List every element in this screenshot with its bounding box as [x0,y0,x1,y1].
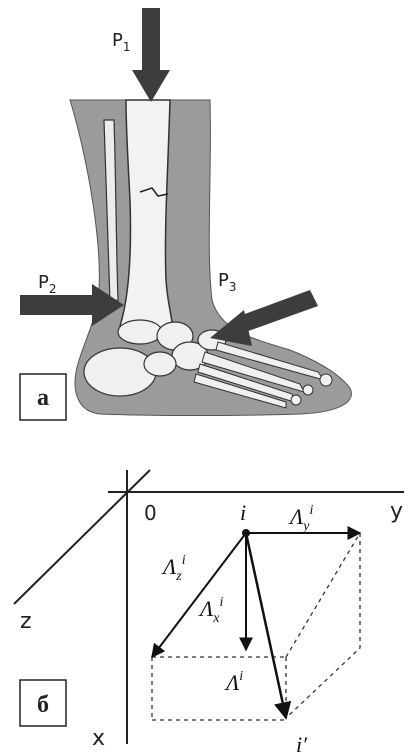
axis-z [14,470,150,604]
point-i-dot [242,529,250,537]
axis-y-label: y [390,499,403,524]
label-lambda-z: Λzi [161,553,186,584]
panel-b: 0 y z x i i′ Λyi Λzi Λxi Λi б [14,470,404,756]
label-lambda-x: Λxi [198,595,224,626]
point-i-prime-label: i′ [296,732,308,756]
axis-x-label: x [92,726,105,751]
axis-z-label: z [20,609,32,634]
label-lambda-y: Λyi [288,503,314,534]
label-p1: P1 [112,30,131,54]
label-p3: P3 [218,270,237,294]
panel-tag-a: а [37,385,49,411]
force-arrow-p3 [210,290,318,346]
point-i-label: i [240,500,246,525]
origin-label: 0 [144,501,157,525]
vector-lambda-z [152,533,246,657]
vector-lambda [246,533,286,718]
label-p2: P2 [38,272,57,296]
panel-a: P1 P2 P3 а [20,8,351,420]
panel-tag-b: б [37,692,49,718]
label-lambda: Λi [224,669,243,695]
force-arrow-p1 [132,8,170,102]
